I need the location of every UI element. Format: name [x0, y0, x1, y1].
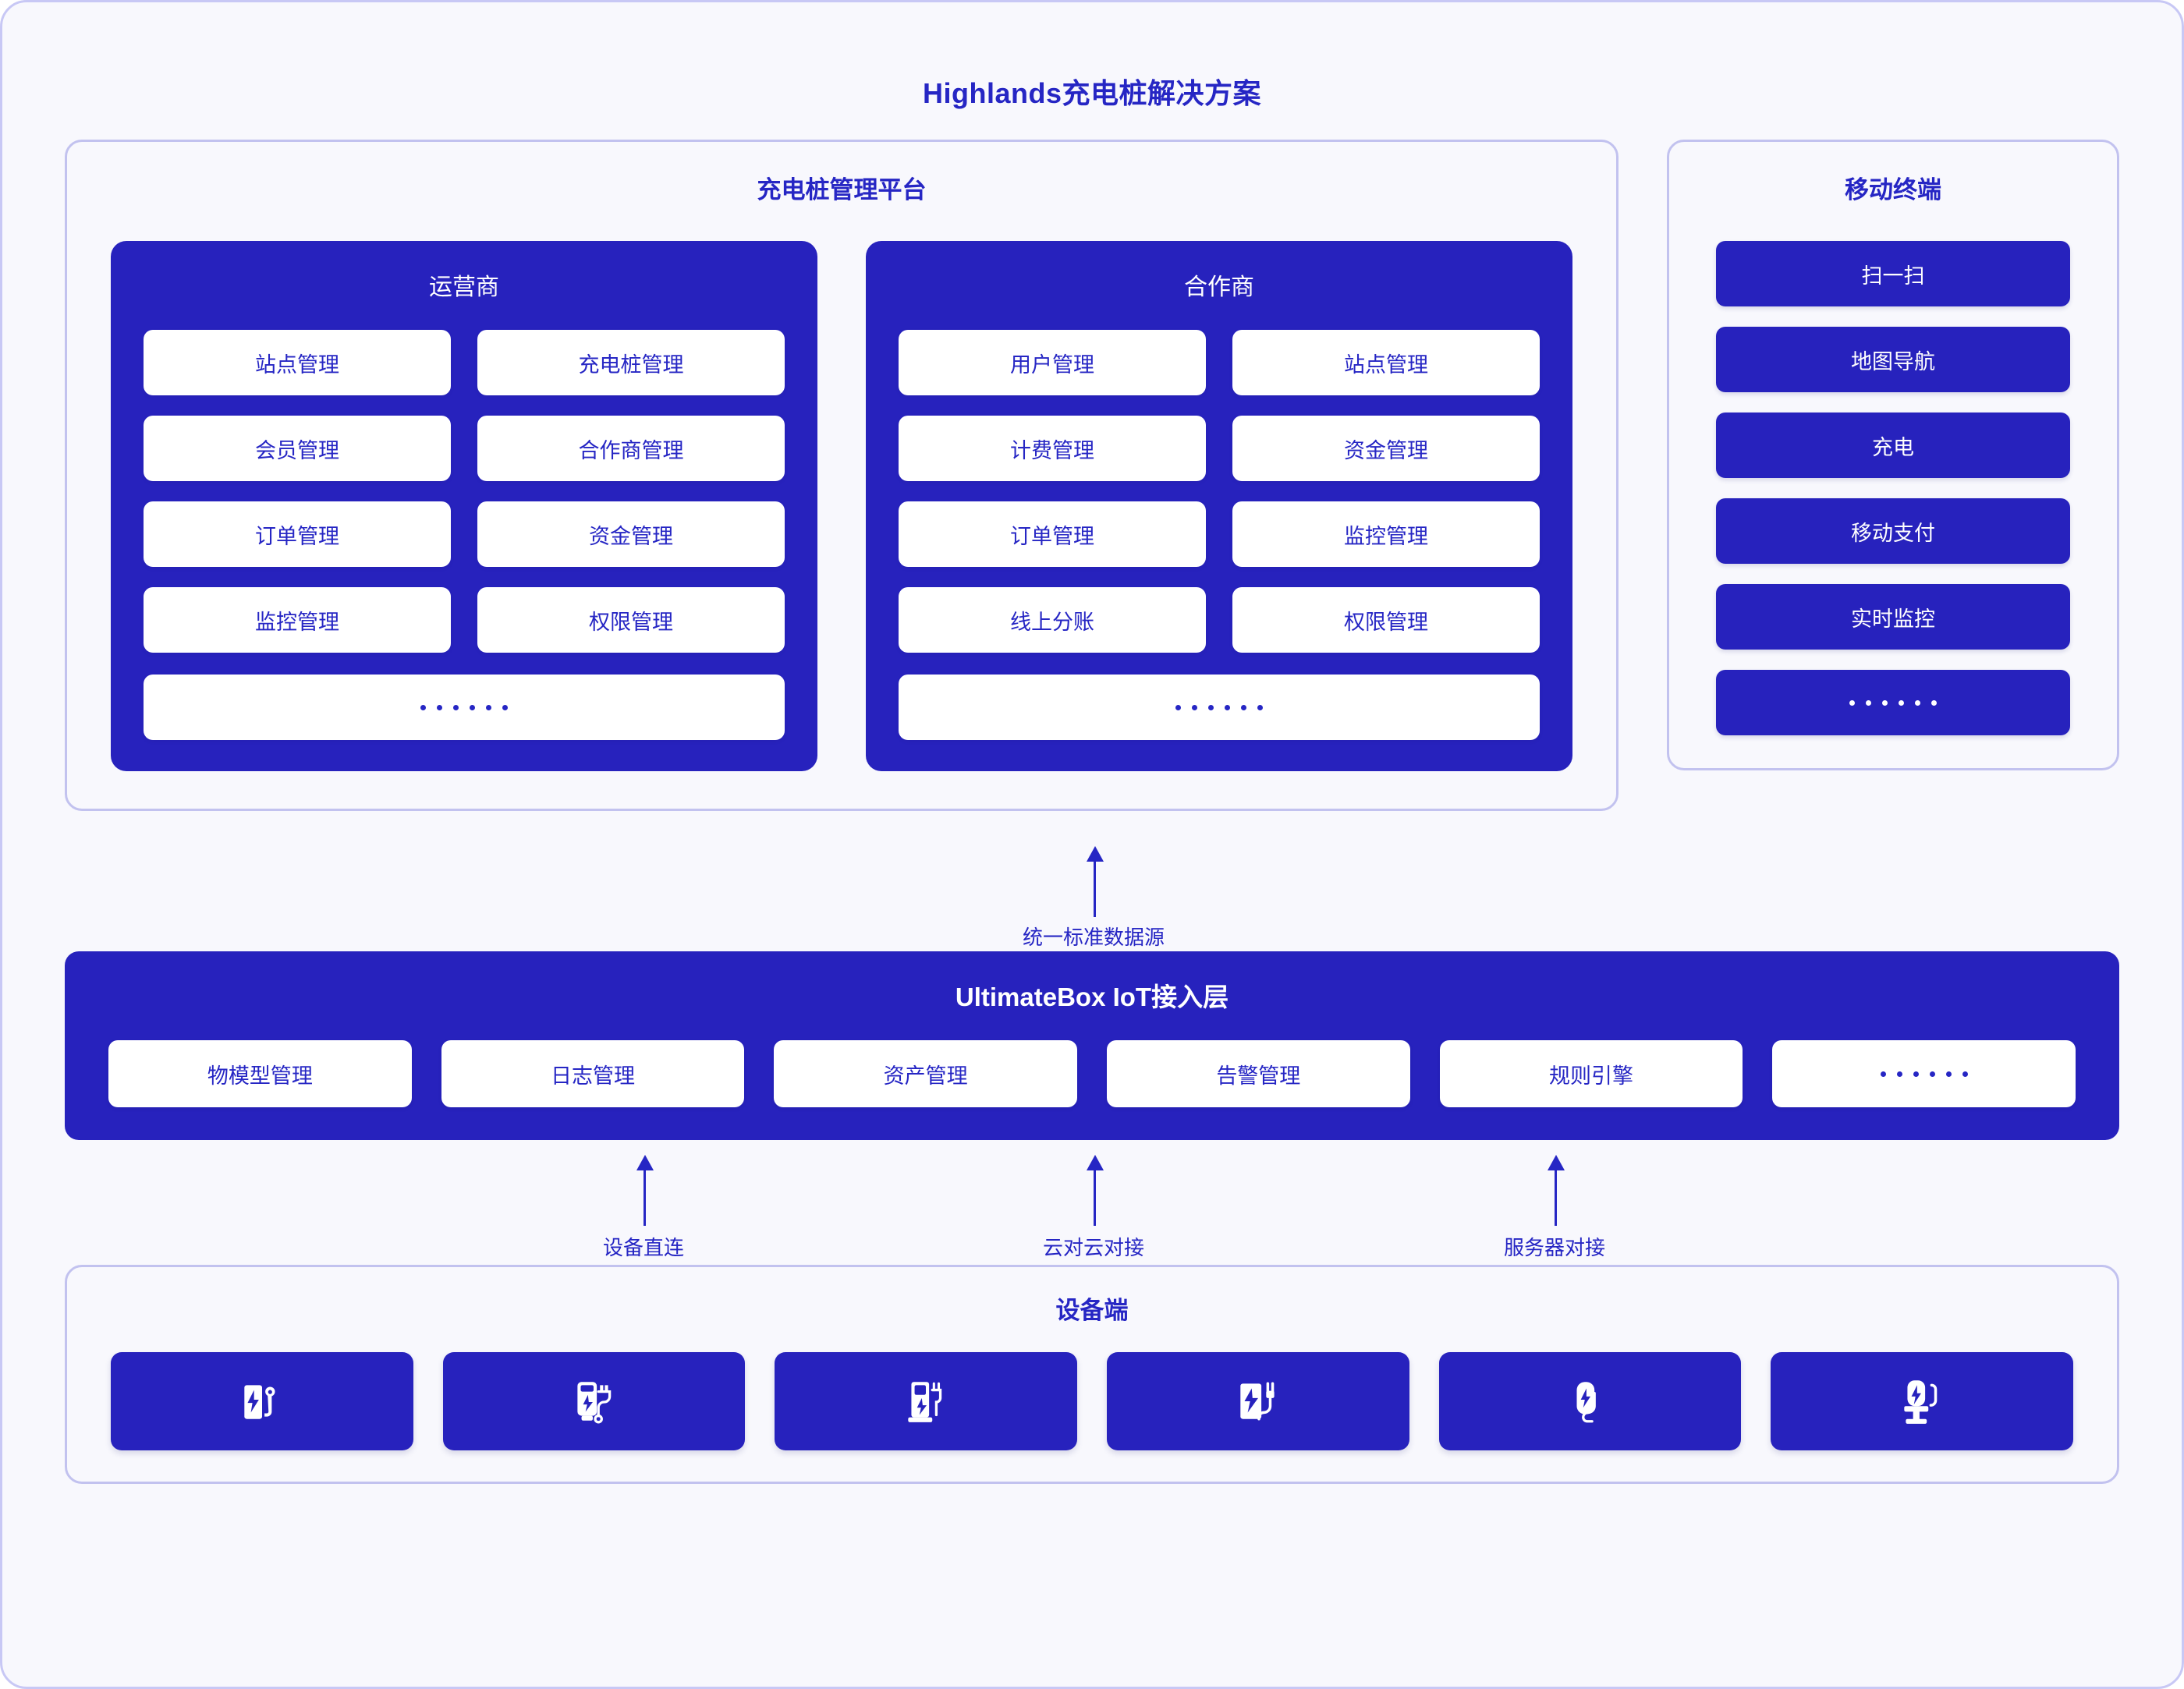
device-title: 设备端 — [1055, 1297, 1129, 1324]
tile-partner-2[interactable]: 计费管理 — [899, 416, 1206, 481]
tile-partner-4[interactable]: 订单管理 — [899, 501, 1206, 567]
device-tiles — [111, 1352, 2073, 1450]
tile-operator-2[interactable]: 会员管理 — [144, 416, 451, 481]
charging-pile-nozzle-icon — [236, 1376, 288, 1427]
iot-tile-more[interactable] — [1772, 1040, 2076, 1107]
iot-tile-2[interactable]: 资产管理 — [774, 1040, 1077, 1107]
tile-operator-5[interactable]: 资金管理 — [477, 501, 785, 567]
iot-tile-0[interactable]: 物模型管理 — [108, 1040, 412, 1107]
mobile-item-0[interactable]: 扫一扫 — [1716, 241, 2070, 306]
iot-tile-4[interactable]: 规则引擎 — [1439, 1040, 1743, 1107]
device-tile-4[interactable] — [1438, 1352, 1742, 1450]
platform-groups: 运营商 站点管理 充电桩管理 会员管理 合作商管理 订单管理 资金管理 监控管理… — [111, 241, 1572, 771]
tile-operator-3[interactable]: 合作商管理 — [477, 416, 785, 481]
tile-partner-1[interactable]: 站点管理 — [1232, 330, 1540, 395]
tile-partner-5[interactable]: 监控管理 — [1232, 501, 1540, 567]
dc-fast-charger-icon — [1232, 1376, 1284, 1427]
connector-platform-to-iot: 统一标准数据源 — [2, 834, 2182, 951]
connector-label-server-docking: 服务器对接 — [1503, 1236, 1606, 1259]
ellipsis-dots-icon — [420, 704, 508, 710]
mobile-items: 扫一扫 地图导航 充电 移动支付 实时监控 — [1716, 241, 2070, 735]
tile-operator-4[interactable]: 订单管理 — [144, 501, 451, 567]
iot-tiles: 物模型管理 日志管理 资产管理 告警管理 规则引擎 — [108, 1040, 2076, 1107]
device-tile-2[interactable] — [775, 1352, 1077, 1450]
tile-operator-1[interactable]: 充电桩管理 — [477, 330, 785, 395]
device-tile-0[interactable] — [111, 1352, 413, 1450]
arrow-up-icon — [1094, 1165, 1096, 1226]
mobile-title: 移动终端 — [1845, 176, 1941, 204]
pedestal-charger-icon — [1896, 1376, 1948, 1427]
connector-label-unified-source: 统一标准数据源 — [1022, 926, 1165, 949]
mobile-item-1[interactable]: 地图导航 — [1716, 327, 2070, 392]
group-operator: 运营商 站点管理 充电桩管理 会员管理 合作商管理 订单管理 资金管理 监控管理… — [111, 241, 817, 771]
platform-title: 充电桩管理平台 — [757, 176, 927, 204]
charging-pillar-display-icon — [900, 1376, 952, 1427]
mobile-panel: 移动终端 扫一扫 地图导航 充电 移动支付 实时监控 — [1667, 140, 2119, 770]
iot-tile-3[interactable]: 告警管理 — [1106, 1040, 1410, 1107]
iot-layer: UltimateBox IoT接入层 物模型管理 日志管理 资产管理 告警管理 … — [65, 951, 2119, 1140]
device-tile-3[interactable] — [1106, 1352, 1409, 1450]
tile-operator-7[interactable]: 权限管理 — [477, 587, 785, 653]
connector-device-to-iot: 设备直连 云对云对接 服务器对接 — [2, 1140, 2182, 1265]
group-operator-tiles: 站点管理 充电桩管理 会员管理 合作商管理 订单管理 资金管理 监控管理 权限管… — [144, 330, 785, 740]
tile-partner-more[interactable] — [899, 675, 1540, 740]
device-tile-5[interactable] — [1771, 1352, 2073, 1450]
group-operator-title: 运营商 — [429, 274, 499, 300]
platform-panel: 充电桩管理平台 运营商 站点管理 充电桩管理 会员管理 合作商管理 订单管理 资… — [65, 140, 1618, 811]
group-partner-tiles: 用户管理 站点管理 计费管理 资金管理 订单管理 监控管理 线上分账 权限管理 — [899, 330, 1540, 740]
ellipsis-dots-icon — [1849, 699, 1937, 706]
tile-operator-6[interactable]: 监控管理 — [144, 587, 451, 653]
portable-charger-cable-icon — [1564, 1376, 1615, 1427]
device-tile-1[interactable] — [442, 1352, 746, 1450]
connector-label-cloud-to-cloud: 云对云对接 — [1042, 1236, 1145, 1259]
iot-title: UltimateBox IoT接入层 — [955, 983, 1229, 1011]
top-region: 充电桩管理平台 运营商 站点管理 充电桩管理 会员管理 合作商管理 订单管理 资… — [2, 112, 2182, 811]
tile-partner-7[interactable]: 权限管理 — [1232, 587, 1540, 653]
ellipsis-dots-icon — [1880, 1071, 1968, 1077]
tile-operator-0[interactable]: 站点管理 — [144, 330, 451, 395]
tile-partner-3[interactable]: 资金管理 — [1232, 416, 1540, 481]
ellipsis-dots-icon — [1175, 704, 1263, 710]
wallbox-charger-cable-icon — [568, 1376, 619, 1427]
mobile-item-4[interactable]: 实时监控 — [1716, 584, 2070, 650]
connector-label-direct-device: 设备直连 — [602, 1236, 685, 1259]
mobile-item-3[interactable]: 移动支付 — [1716, 498, 2070, 564]
arrow-up-icon — [644, 1165, 646, 1226]
group-partner: 合作商 用户管理 站点管理 计费管理 资金管理 订单管理 监控管理 线上分账 权… — [866, 241, 1572, 771]
page-title: Highlands充电桩解决方案 — [922, 77, 1261, 109]
arrow-up-icon — [1094, 856, 1096, 917]
device-panel: 设备端 — [65, 1265, 2119, 1484]
tile-operator-more[interactable] — [144, 675, 785, 740]
group-partner-title: 合作商 — [1184, 274, 1254, 300]
mobile-item-2[interactable]: 充电 — [1716, 413, 2070, 478]
tile-partner-0[interactable]: 用户管理 — [899, 330, 1206, 395]
mobile-item-more[interactable] — [1716, 670, 2070, 735]
iot-tile-1[interactable]: 日志管理 — [441, 1040, 745, 1107]
tile-partner-6[interactable]: 线上分账 — [899, 587, 1206, 653]
arrow-up-icon — [1555, 1165, 1557, 1226]
